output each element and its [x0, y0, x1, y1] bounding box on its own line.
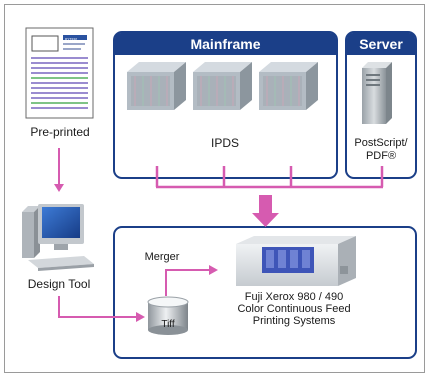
- preprinted-label: Pre-printed: [30, 125, 90, 139]
- design-tool-label: Design Tool: [27, 277, 91, 291]
- mainframe-connector-lines: [155, 166, 384, 189]
- merger-label: Merger: [144, 251, 180, 263]
- merger-arrow: [165, 265, 218, 296]
- preprinted-document-icon: [25, 27, 94, 119]
- server-title: Server: [347, 33, 415, 55]
- down-arrow-icon: [252, 195, 279, 227]
- design-tool-computer-icon: [22, 204, 94, 271]
- printer-label-line3: Printing Systems: [252, 315, 336, 327]
- mainframe-title: Mainframe: [115, 33, 336, 55]
- postscript-label: PostScript/ PDF®: [345, 137, 417, 163]
- tiff-database-icon: [147, 296, 189, 335]
- printer-label-line2: Color Continuous Feed: [237, 303, 351, 315]
- document-header-text: IDTER: [65, 37, 77, 42]
- tiff-label: Tiff: [161, 319, 175, 330]
- preprinted-to-designtool-arrow: [54, 148, 64, 192]
- printer-system-icon: [236, 236, 356, 286]
- mainframe-unit-icon: [259, 62, 318, 110]
- designtool-to-tiff-arrow: [58, 296, 145, 322]
- printer-label-line1: Fuji Xerox 980 / 490: [244, 291, 344, 303]
- mainframe-unit-icon: [127, 62, 186, 110]
- mainframe-unit-icon: [193, 62, 252, 110]
- pdf-line: PDF®: [365, 150, 397, 162]
- postscript-line: PostScript/: [354, 137, 408, 149]
- printer-label: Fuji Xerox 980 / 490 Color Continuous Fe…: [214, 291, 374, 327]
- server-tower-icon: [362, 62, 392, 124]
- ipds-label: IPDS: [210, 136, 239, 150]
